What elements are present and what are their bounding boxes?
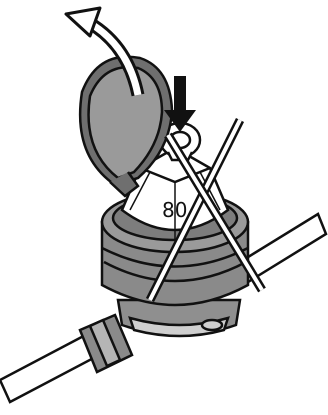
dial-value-label: 80 [162, 198, 187, 222]
